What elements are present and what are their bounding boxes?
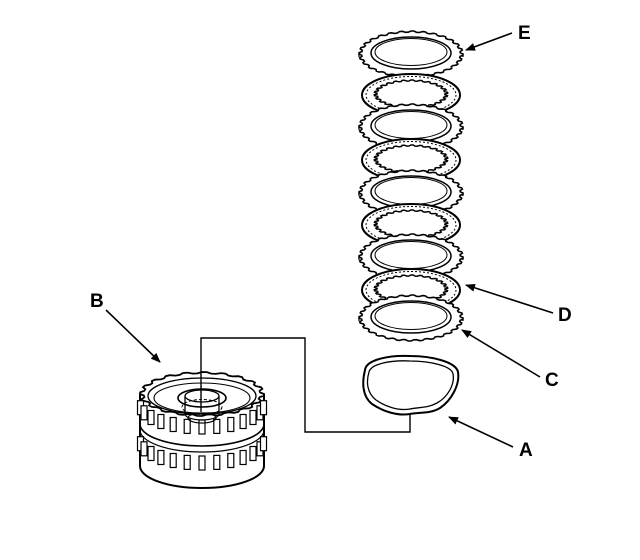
- o-ring: [362, 354, 460, 416]
- steel-plate: [358, 30, 464, 78]
- callout-label-a: A: [519, 440, 533, 461]
- install-leader-line: [200, 337, 411, 433]
- callout-arrow-b: [105, 309, 161, 363]
- callout-arrow-c: [461, 329, 541, 378]
- callout-arrow-e: [465, 32, 513, 51]
- callout-arrow-d: [465, 283, 554, 314]
- steel-plate: [358, 233, 464, 281]
- friction-disc: [361, 203, 461, 249]
- callout-label-e: E: [518, 23, 531, 44]
- callout-label-d: D: [558, 305, 572, 326]
- steel-plate: [358, 169, 464, 217]
- steel-plate: [358, 103, 464, 151]
- friction-disc: [361, 73, 461, 119]
- callout-arrow-a: [448, 416, 514, 448]
- callout-label-c: C: [545, 370, 559, 391]
- clutch-drum: [136, 371, 268, 489]
- clutch-plate-stack: [358, 30, 464, 342]
- callout-label-b: B: [90, 291, 104, 312]
- steel-plate: [358, 294, 464, 342]
